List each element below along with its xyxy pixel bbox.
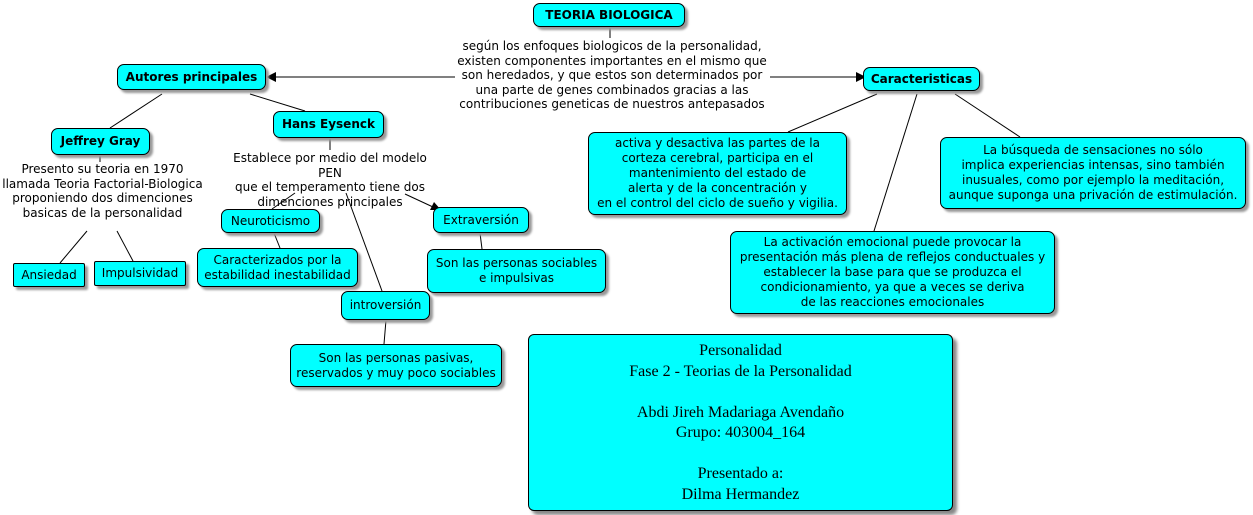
root-description: según los enfoques biologicos de la pers… xyxy=(457,39,767,111)
characteristics-node: Caracteristicas xyxy=(863,67,980,91)
info-box: Personalidad Fase 2 - Teorias de la Pers… xyxy=(528,334,953,511)
hans-eysenck-node: Hans Eysenck xyxy=(273,111,384,138)
characteristic-2-node: La búsqueda de sensaciones no sólo impli… xyxy=(940,137,1246,209)
root-node: TEORIA BIOLOGICA xyxy=(533,3,685,27)
introversion-description-node: Son las personas pasivas, reservados y m… xyxy=(290,344,502,387)
neuroticismo-description-node: Caracterizados por la estabilidad inesta… xyxy=(197,248,358,287)
authors-node: Autores principales xyxy=(117,64,266,90)
neuroticismo-node: Neuroticismo xyxy=(221,209,320,233)
introversion-node: introversión xyxy=(341,291,430,320)
gray-description: Presento su teoria en 1970 llamada Teori… xyxy=(2,162,203,220)
characteristic-3-node: La activación emocional puede provocar l… xyxy=(730,231,1055,314)
extraversion-node: Extraversión xyxy=(433,207,529,233)
extraversion-description-node: Son las personas sociables e impulsivas xyxy=(427,249,606,293)
ansiedad-node: Ansiedad xyxy=(13,263,85,287)
jeffrey-gray-node: Jeffrey Gray xyxy=(51,128,150,155)
eysenck-description: Establece por medio del modelo PEN que e… xyxy=(233,151,427,209)
characteristic-1-node: activa y desactiva las partes de la cort… xyxy=(588,132,847,215)
impulsividad-node: Impulsividad xyxy=(94,261,186,286)
